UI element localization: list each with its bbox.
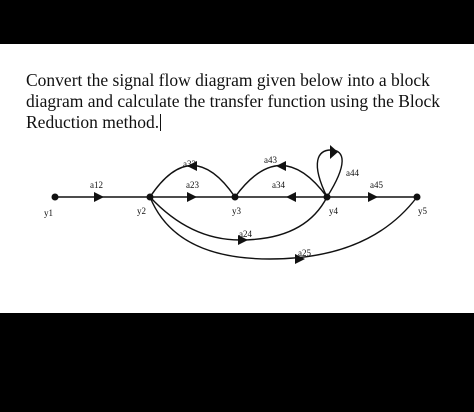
arrowhead-a43 (276, 161, 286, 171)
gain-label-a23: a23 (186, 180, 199, 190)
branch-line-a25 (149, 196, 418, 260)
signal-flow-diagram: y1 y2 y3 y4 y5 a12 a23 a32 a34 a43 a44 a… (44, 145, 428, 264)
node-y4 (323, 193, 331, 201)
arrowhead-a24 (238, 235, 248, 245)
node-label-y3: y3 (232, 206, 242, 216)
node-label-y5: y5 (418, 206, 428, 216)
arrowhead-a34 (286, 192, 296, 202)
text-cursor (160, 114, 162, 131)
question-text-block: Convert the signal flow diagram given be… (26, 70, 456, 133)
node-y2 (146, 193, 154, 201)
node-y5 (413, 193, 421, 201)
gain-label-a45: a45 (370, 180, 383, 190)
arrowhead-a23 (187, 192, 197, 202)
gain-label-a25: a25 (298, 248, 311, 258)
node-label-y1: y1 (44, 208, 53, 218)
arrowhead-a25 (295, 254, 305, 264)
node-label-y2: y2 (137, 206, 146, 216)
gain-label-a43: a43 (264, 155, 277, 165)
arrowhead-a12 (94, 192, 104, 202)
arrowhead-a44 (330, 145, 338, 159)
gain-label-a24: a24 (239, 229, 252, 239)
gain-label-a12: a12 (90, 180, 103, 190)
gain-label-a32: a32 (183, 159, 196, 169)
gain-label-a44: a44 (346, 168, 359, 178)
arrowhead-a45 (368, 192, 378, 202)
question-text: Convert the signal flow diagram given be… (26, 70, 441, 132)
gain-label-a34: a34 (272, 180, 285, 190)
question-panel: Convert the signal flow diagram given be… (0, 44, 474, 313)
arrowhead-a32 (187, 161, 197, 171)
node-y3 (231, 193, 239, 201)
node-label-y4: y4 (329, 206, 339, 216)
node-y1 (51, 193, 59, 201)
